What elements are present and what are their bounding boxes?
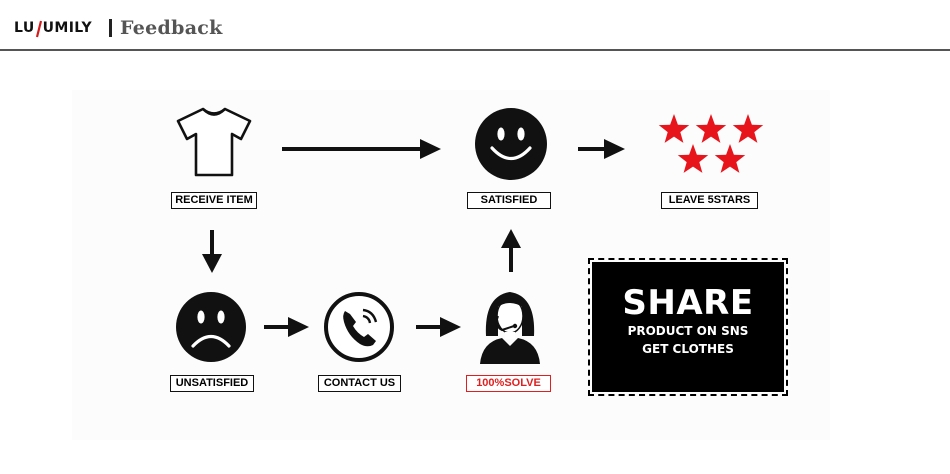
brand-text-right: UMILY xyxy=(42,20,92,36)
header-divider xyxy=(109,19,112,37)
phone-icon xyxy=(324,292,394,362)
share-title: SHARE xyxy=(622,283,754,323)
share-line-1: PRODUCT ON SNS xyxy=(627,324,749,338)
arrow-up-icon xyxy=(501,229,521,272)
brand-logo[interactable]: LU UMILY xyxy=(14,19,92,38)
arrow-right-icon xyxy=(282,139,441,159)
arrow-down-icon xyxy=(202,230,222,273)
arrow-right-icon xyxy=(416,317,461,337)
brand-slash-icon xyxy=(35,20,42,38)
share-promo-box: SHARE PRODUCT ON SNS GET CLOTHES xyxy=(588,258,788,396)
satisfied-label: SATISFIED xyxy=(467,192,551,209)
t-shirt-icon xyxy=(176,107,252,177)
contact-us-label: CONTACT US xyxy=(318,375,401,392)
support-agent-icon xyxy=(480,292,540,364)
receive-item-label: RECEIVE ITEM xyxy=(171,192,257,209)
page-title: Feedback xyxy=(120,17,223,39)
header-rule xyxy=(0,49,950,51)
sad-face-icon xyxy=(176,292,246,362)
arrow-right-icon xyxy=(578,139,625,159)
brand-text-left: LU xyxy=(14,20,35,36)
unsatisfied-label: UNSATISFIED xyxy=(170,375,254,392)
five-stars-icon xyxy=(658,114,764,173)
solve-label: 100%SOLVE xyxy=(466,375,551,392)
header: LU UMILY Feedback xyxy=(0,0,950,52)
happy-face-icon xyxy=(475,108,547,180)
arrow-right-icon xyxy=(264,317,309,337)
share-line-2: GET CLOTHES xyxy=(642,342,734,356)
leave-stars-label: LEAVE 5STARS xyxy=(661,192,758,209)
